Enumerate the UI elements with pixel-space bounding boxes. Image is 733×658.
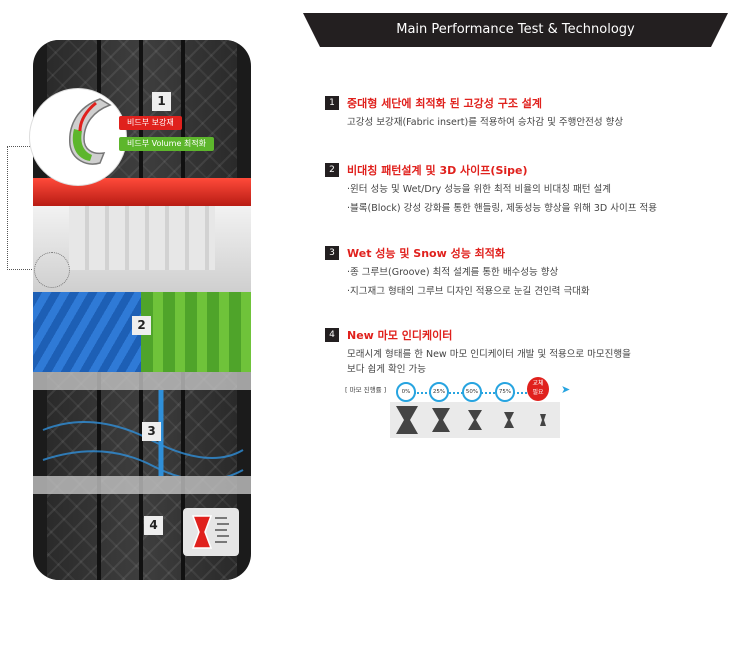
wear-stage-75: 75% <box>495 382 515 402</box>
hourglass-wear-25 <box>424 402 458 438</box>
wear-progress-label: [ 마모 진행률 ] <box>345 386 387 394</box>
feature-title: 중대형 세단에 최적화 된 고강성 구조 설계 <box>347 97 543 110</box>
bead-highlight <box>34 252 70 288</box>
wear-stage-25: 25% <box>429 382 449 402</box>
feature-description: ·블록(Block) 강성 강화를 통한 핸들링, 제동성능 향상을 위해 3D… <box>347 203 657 214</box>
cross-section-interior <box>69 206 215 270</box>
header-title: Main Performance Test & Technology <box>396 22 635 37</box>
asymmetric-pattern-blue <box>33 292 141 372</box>
wear-stage-0: 0% <box>396 382 416 402</box>
feature-title: 비대칭 패턴설계 및 3D 사이프(Sipe) <box>347 164 528 177</box>
feature-number: 3 <box>325 246 339 260</box>
feature-description: ·종 그루브(Groove) 최적 설계를 통한 배수성능 향상 <box>347 267 559 278</box>
feature-description: ·지그재그 형태의 그루브 디자인 적용으로 눈길 견인력 극대화 <box>347 286 590 297</box>
tire-cross-section <box>33 206 251 292</box>
hourglass-wear-0 <box>390 402 424 438</box>
feature-number: 4 <box>325 328 339 342</box>
feature-description: ·윈터 성능 및 Wet/Dry 성능을 위한 최적 비율의 비대칭 패턴 설계 <box>347 184 611 195</box>
callout-pointer <box>7 146 36 270</box>
replace-text-line1: 교체 <box>532 380 544 387</box>
asymmetric-pattern-green <box>141 292 251 372</box>
tire-illustration: 비드부 보강재 비드부 Volume 최적화 1 2 3 4 <box>0 0 300 658</box>
hourglass-wear-50 <box>458 402 492 438</box>
feature-title: New 마모 인디케이터 <box>347 329 453 342</box>
tire-image <box>33 40 251 580</box>
label-bead-reinforcement: 비드부 보강재 <box>119 116 182 130</box>
replace-text-line2: 필요 <box>532 389 544 396</box>
marker-2: 2 <box>132 316 151 335</box>
section-header: Main Performance Test & Technology <box>303 13 728 47</box>
wear-indicator-closeup <box>183 508 239 556</box>
hourglass-wear-75 <box>492 402 526 438</box>
feature-title: Wet 성능 및 Snow 성능 최적화 <box>347 247 506 260</box>
marker-1: 1 <box>152 92 171 111</box>
wear-stage-replace: 교체 필요 <box>527 377 549 401</box>
arrow-right-icon: ➤ <box>561 383 571 396</box>
feature-description: 고강성 보강재(Fabric insert)를 적용하여 승차감 및 주행안전성… <box>347 117 624 128</box>
marker-3: 3 <box>142 422 161 441</box>
bead-callout <box>29 88 127 186</box>
section-divider <box>33 372 251 390</box>
feature-number: 2 <box>325 163 339 177</box>
feature-description: 모래시계 형태를 한 New 마모 인디케이터 개발 및 적용으로 마모진행을 <box>347 349 631 360</box>
wear-stage-50: 50% <box>462 382 482 402</box>
bead-icon <box>69 98 112 165</box>
hourglass-wear-replace <box>526 402 560 438</box>
label-bead-volume: 비드부 Volume 최적화 <box>119 137 214 151</box>
section-divider <box>33 476 251 494</box>
feature-number: 1 <box>325 96 339 110</box>
feature-description: 보다 쉽게 확인 가능 <box>347 364 426 375</box>
hourglass-icon <box>191 515 229 549</box>
marker-4: 4 <box>144 516 163 535</box>
